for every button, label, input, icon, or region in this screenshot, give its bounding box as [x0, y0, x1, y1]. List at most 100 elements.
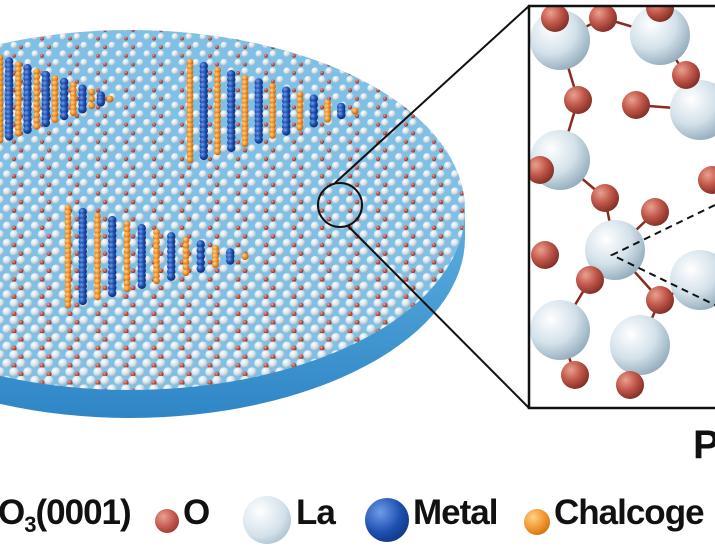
la-atom [128, 255, 138, 265]
la-atom [73, 153, 81, 161]
o-atom [130, 96, 136, 101]
o-atom [404, 88, 408, 93]
la-atom [493, 119, 501, 127]
la-atom [23, 298, 33, 308]
la-atom [464, 221, 465, 230]
o-atom [158, 165, 164, 170]
o-atom [467, 320, 472, 325]
la-atom [548, 410, 558, 420]
o-atom [67, 156, 73, 162]
la-atom [234, 127, 242, 136]
la-atom [164, 161, 172, 170]
o-atom [431, 191, 437, 196]
o-atom [131, 79, 135, 84]
o-atom [179, 294, 185, 300]
o-atom [235, 277, 241, 282]
o-atom [67, 122, 73, 127]
la-atom [65, 178, 75, 187]
la-atom [220, 110, 228, 118]
o-atom [39, 156, 45, 162]
o-atom [151, 105, 157, 110]
la-atom [163, 213, 173, 222]
la-atom [205, 367, 215, 377]
la-atom [408, 238, 418, 248]
o-atom [130, 216, 136, 222]
la-atom [297, 50, 305, 58]
o-atom [179, 122, 185, 127]
o-atom [235, 156, 241, 162]
chalcogen-atom [14, 80, 22, 88]
la-atom [346, 144, 354, 153]
o-atom [270, 354, 276, 360]
o-atom [151, 294, 157, 300]
o-atom [516, 277, 521, 282]
la-atom [275, 298, 285, 308]
la-atom [23, 178, 33, 187]
la-atom [395, 153, 403, 161]
la-atom [51, 332, 61, 343]
la-atom [121, 350, 131, 360]
o-atom [11, 259, 17, 265]
la-atom [317, 178, 327, 187]
la-atom [283, 153, 291, 161]
la-atom [464, 255, 465, 265]
la-atom [149, 350, 159, 360]
la-atom [437, 50, 445, 58]
chalcogen-atom [69, 109, 77, 117]
la-atom [283, 67, 291, 75]
la-atom [437, 118, 445, 127]
la-atom [367, 67, 375, 75]
la-atom [198, 221, 208, 230]
o-atom [208, 53, 212, 58]
o-atom [242, 199, 248, 205]
la-atom [423, 50, 431, 58]
la-atom [233, 350, 243, 360]
la-atom [128, 204, 138, 213]
la-atom [247, 332, 257, 343]
la-atom [142, 324, 152, 334]
la-atom [206, 161, 214, 170]
o-atom [270, 165, 276, 170]
la-atom [205, 281, 215, 291]
o-atom [382, 371, 388, 377]
la-atom [150, 75, 158, 84]
la-atom [366, 290, 376, 300]
la-atom [122, 30, 130, 32]
la-atom [30, 221, 40, 230]
la-atom [332, 75, 340, 84]
o-atom [326, 319, 332, 325]
la-atom [458, 110, 465, 118]
la-atom [276, 75, 284, 84]
la-atom [114, 324, 124, 334]
la-atom [416, 110, 424, 118]
la-atom [268, 341, 278, 351]
la-atom [388, 41, 396, 49]
la-atom [416, 30, 424, 32]
la-atom [170, 221, 180, 230]
la-atom [366, 238, 376, 248]
o-atom [96, 71, 100, 75]
la-atom [352, 393, 362, 403]
o-atom [186, 371, 192, 377]
la-atom [303, 401, 313, 411]
o-atom [459, 294, 465, 300]
la-atom [353, 153, 361, 161]
la-atom [430, 41, 438, 49]
la-atom [45, 50, 53, 58]
la-atom [444, 30, 452, 32]
la-atom [514, 162, 522, 170]
o-atom [263, 139, 269, 144]
o-atom [270, 216, 276, 222]
la-atom [443, 401, 453, 411]
la-atom [198, 324, 208, 334]
la-atom [465, 102, 472, 109]
la-atom [276, 127, 284, 136]
o-atom [263, 191, 269, 196]
la-atom [374, 30, 382, 32]
la-atom [415, 264, 425, 274]
o-atom [123, 191, 129, 196]
la-atom [450, 375, 460, 386]
chalcogen-atom [14, 105, 22, 113]
la-atom [345, 195, 355, 205]
o-atom [348, 71, 352, 75]
